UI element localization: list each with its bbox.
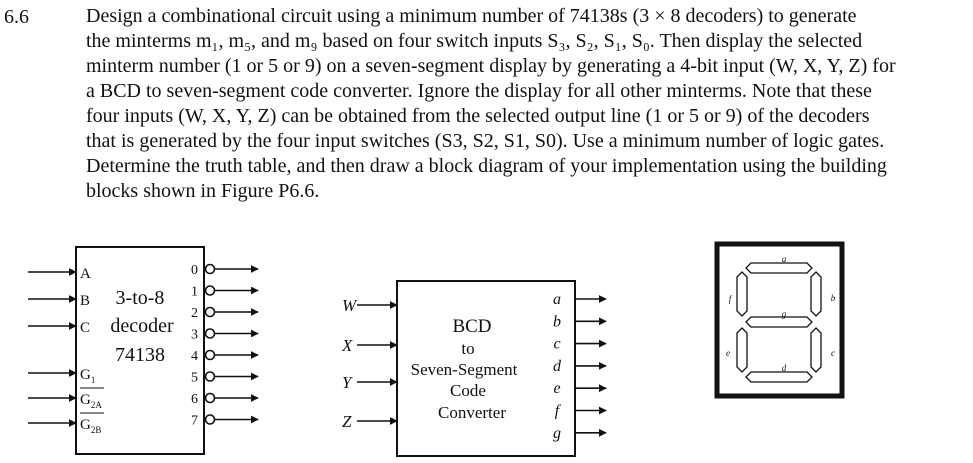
converter-output-label: f xyxy=(555,403,562,420)
converter-input-label: W xyxy=(342,296,358,315)
converter-output-label: c xyxy=(553,336,560,353)
inverting-bubble-icon xyxy=(204,349,216,361)
decoder-output-label: 1 xyxy=(191,285,198,300)
problem-line: minterm number (1 or 5 or 9) on a seven-… xyxy=(86,55,896,77)
converter-title-line: Seven-Segment xyxy=(411,360,518,379)
segment-e xyxy=(736,327,748,373)
converter-output-label: b xyxy=(553,313,561,330)
segment-label: f xyxy=(729,294,733,304)
segment-label: c xyxy=(831,348,835,358)
decoder-input-label: A xyxy=(80,266,91,282)
segment-label: b xyxy=(831,293,836,303)
decoder-box xyxy=(75,246,205,455)
problem-line: that is generated by the four input swit… xyxy=(86,130,885,152)
converter-box xyxy=(396,280,576,457)
decoder-title-line: 3-to-8 xyxy=(116,287,165,309)
converter-input-label: Z xyxy=(342,412,352,431)
converter-output-label: d xyxy=(553,358,562,375)
inverting-bubble-icon xyxy=(204,328,216,339)
inverting-bubble-icon xyxy=(204,285,216,296)
problem-line: the minterms m₁, m₅, and m₉ based on fou… xyxy=(86,30,863,52)
decoder-title-line: decoder xyxy=(110,315,174,337)
problem-line: blocks shown in Figure P6.6. xyxy=(86,180,320,202)
decoder-input-label: B xyxy=(80,293,90,309)
display-segments: a b c d e f g xyxy=(726,254,836,383)
decoder-output-label: 4 xyxy=(191,349,198,364)
converter-title-line: Code xyxy=(450,381,486,400)
bcd-seven-segment-converter: BCD to Seven-Segment Code Converter W XY Z… xyxy=(341,280,607,457)
problem-line: four inputs (W, X, Y, Z) can be obtained… xyxy=(86,105,870,127)
converter-inputs: W XY Z xyxy=(341,296,398,431)
segment-label: d xyxy=(782,363,787,373)
decoder-output-label: 2 xyxy=(191,306,198,321)
inverting-bubble-icon xyxy=(204,263,216,275)
segment-label: g xyxy=(782,309,787,319)
problem-number: 6.6 xyxy=(4,6,29,28)
inverting-bubble-icon xyxy=(204,371,216,382)
inverting-bubble-icon xyxy=(204,414,216,425)
inverting-bubble-icon xyxy=(204,306,216,318)
decoder-output-label: 5 xyxy=(191,371,198,386)
segment-label: a xyxy=(782,254,787,264)
decoder-output-label: 0 xyxy=(191,263,198,278)
converter-input-label: X xyxy=(341,336,353,355)
converter-title-line: BCD xyxy=(452,316,491,337)
converter-output-label: a xyxy=(553,291,561,308)
converter-input-label: Y xyxy=(342,373,353,392)
segment-a xyxy=(745,262,813,274)
segment-g xyxy=(745,316,813,328)
decoder-output-label: 6 xyxy=(191,392,198,407)
problem-line: Determine the truth table, and then draw… xyxy=(86,155,887,177)
converter-title-line: to xyxy=(461,339,474,358)
seven-segment-display: a b c d e f g xyxy=(714,241,845,399)
segment-d xyxy=(745,371,813,383)
converter-title-line: Converter xyxy=(438,403,506,422)
segment-label: e xyxy=(726,348,730,358)
decoder-input-label: C xyxy=(80,320,90,336)
problem-statement: Design a combinational circuit using a m… xyxy=(86,4,970,204)
segment-b xyxy=(810,271,822,317)
problem-line: a BCD to seven-segment code converter. I… xyxy=(86,80,872,102)
segment-c xyxy=(810,327,822,373)
decoder-outputs: 0 1 2 3 4 5 6 7 xyxy=(191,263,259,429)
converter-output-label: e xyxy=(553,380,560,397)
converter-output-label: g xyxy=(553,425,561,442)
inverting-bubble-icon xyxy=(204,392,216,404)
decoder-output-label: 7 xyxy=(191,414,198,429)
problem-line: Design a combinational circuit using a m… xyxy=(86,5,857,27)
decoder-title-line: 74138 xyxy=(115,344,165,366)
segment-f xyxy=(736,271,748,317)
decoder-output-label: 3 xyxy=(191,328,198,343)
